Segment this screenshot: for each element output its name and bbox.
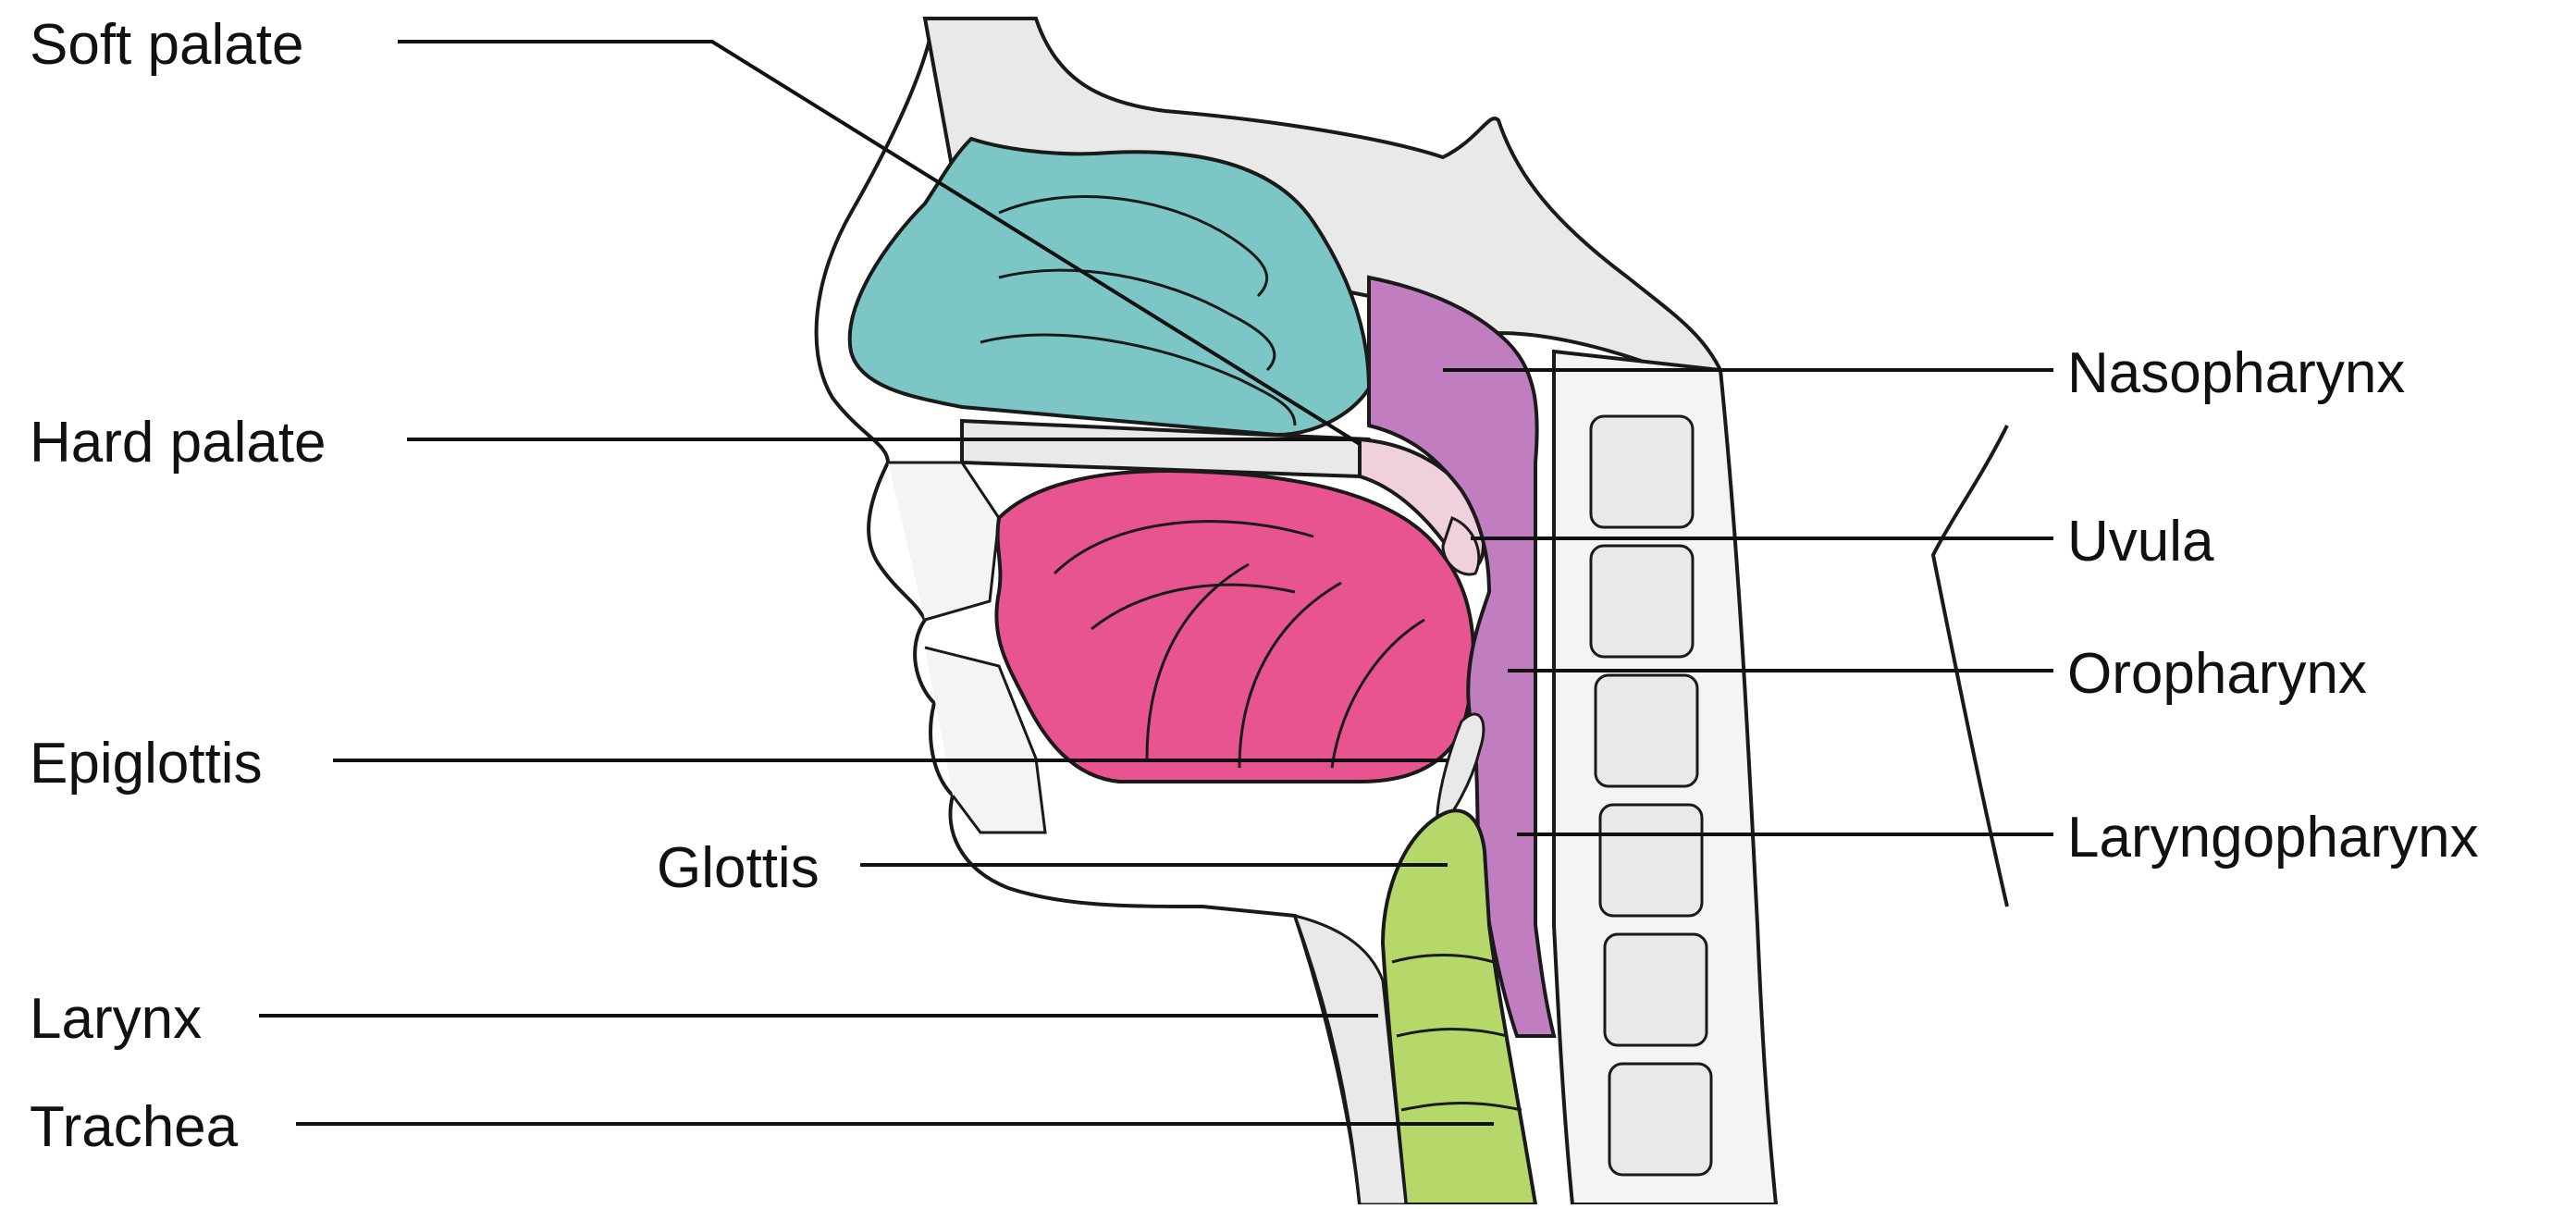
label-glottis: Glottis [657, 840, 820, 897]
label-hard-palate: Hard palate [30, 414, 327, 472]
vertebra-2 [1591, 546, 1693, 657]
label-nasopharynx: Nasopharynx [2067, 345, 2405, 402]
label-trachea: Trachea [30, 1099, 238, 1156]
label-epiglottis: Epiglottis [30, 735, 263, 793]
label-laryngopharynx: Laryngopharynx [2067, 809, 2479, 867]
vertebra-5 [1605, 934, 1707, 1045]
vertebra-1 [1591, 416, 1693, 527]
label-uvula: Uvula [2067, 513, 2214, 571]
label-soft-palate: Soft palate [30, 17, 303, 74]
label-larynx: Larynx [30, 991, 202, 1048]
vertebra-4 [1600, 805, 1702, 916]
tongue [996, 471, 1473, 782]
vertebra-6 [1609, 1064, 1711, 1175]
label-oropharynx: Oropharynx [2067, 646, 2367, 703]
vertebra-3 [1596, 675, 1697, 786]
